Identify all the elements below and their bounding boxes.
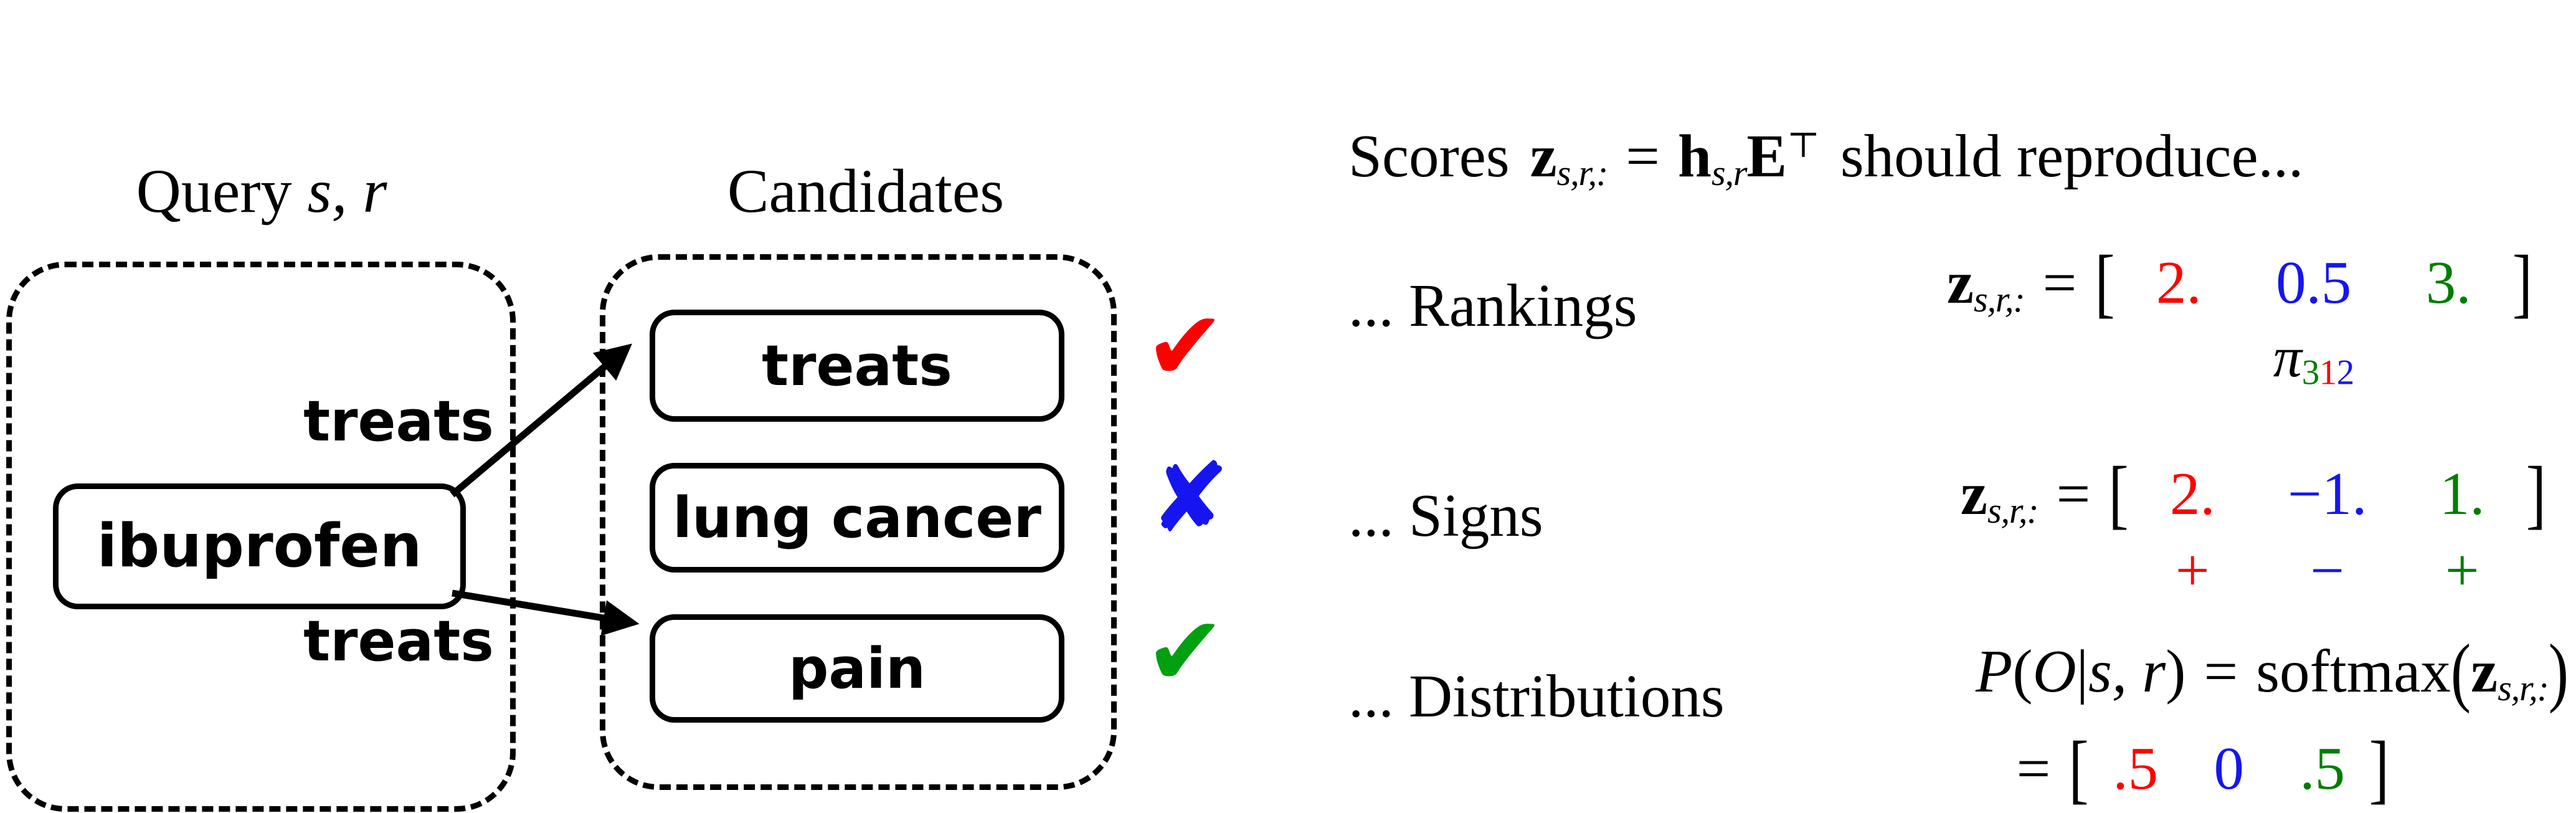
- check-icon-pain: ✔: [1145, 595, 1226, 708]
- right-bracket: ]: [2526, 450, 2546, 536]
- E-symbol: E: [1746, 123, 1788, 189]
- check-icon-treats: ✔: [1145, 290, 1226, 402]
- header-tail: should reproduce...: [1840, 123, 2304, 189]
- rankings-label: ... Rankings: [1348, 272, 1637, 339]
- scores-word: Scores: [1348, 123, 1510, 189]
- signs-label: ... Signs: [1348, 482, 1543, 549]
- right-bracket: ]: [2512, 239, 2532, 325]
- query-title-vars: s, r: [307, 156, 387, 226]
- signs-value-2: −1.: [2287, 460, 2367, 527]
- softmax-word: softmax: [2256, 638, 2451, 705]
- node-lung-cancer: lung cancer: [650, 463, 1064, 573]
- right-bracket: ]: [2369, 725, 2389, 811]
- left-bracket: [: [2095, 239, 2115, 325]
- node-ibuprofen-label: ibuprofen: [97, 512, 422, 581]
- distribution-value-1: .5: [2113, 735, 2159, 802]
- left-bracket: [: [2108, 450, 2129, 536]
- signs-value-3: 1.: [2439, 460, 2485, 527]
- candidates-title: Candidates: [727, 156, 1005, 226]
- node-lung-cancer-label: lung cancer: [673, 485, 1041, 551]
- distributions-formula: P(O|s, r)=softmax(zs,r,:): [1976, 628, 2569, 714]
- edge-arrow-to-pain: [452, 589, 640, 636]
- node-pain: pain: [650, 614, 1064, 723]
- h-symbol: h: [1678, 123, 1712, 189]
- query-title-word: Query: [136, 156, 292, 226]
- edge-label-treats-bottom: treats: [303, 609, 494, 674]
- distribution-value-3: .5: [2299, 735, 2346, 802]
- left-bracket: [: [2068, 725, 2089, 811]
- cross-icon-lung-cancer: ✘: [1149, 442, 1230, 554]
- rankings-value-1: 2.: [2156, 249, 2202, 316]
- signs-vector: zs,r,:= [ 2. −1. 1. ] + − +: [1961, 451, 2546, 605]
- edge-arrow-to-treats: [450, 343, 632, 498]
- candidates-group-box: [600, 254, 1117, 790]
- permutation-pi: π312: [2273, 325, 2355, 392]
- distribution-value-2: 0: [2214, 735, 2244, 802]
- query-title: Query s, r: [44, 157, 480, 226]
- plus-sign-3: +: [2445, 536, 2479, 604]
- minus-sign-2: −: [2310, 536, 2345, 604]
- edge-label-treats-top: treats: [303, 389, 494, 454]
- rankings-value-2: 0.5: [2276, 249, 2352, 316]
- given-bar: |: [2076, 638, 2089, 705]
- node-pain-label: pain: [788, 635, 926, 701]
- distributions-label: ... Distributions: [1348, 663, 1725, 730]
- node-treats: treats: [650, 310, 1064, 422]
- z-symbol: z: [1530, 123, 1557, 189]
- edge-arrows: [450, 343, 640, 636]
- kg-link-prediction-diagram: Query s, r Candidates ibuprofen treats l…: [0, 0, 1283, 812]
- rankings-vector: zs,r,:= [ 2. 0.5 3. ] π312: [1947, 240, 2532, 393]
- transpose-symbol: ⊤: [1787, 126, 1820, 166]
- rankings-value-3: 3.: [2425, 249, 2471, 316]
- P-symbol: P: [1976, 638, 2013, 705]
- node-ibuprofen: ibuprofen: [53, 483, 466, 609]
- plus-sign-1: +: [2175, 536, 2210, 604]
- signs-value-1: 2.: [2169, 460, 2215, 527]
- O-symbol: O: [2032, 638, 2076, 705]
- node-treats-label: treats: [762, 333, 952, 399]
